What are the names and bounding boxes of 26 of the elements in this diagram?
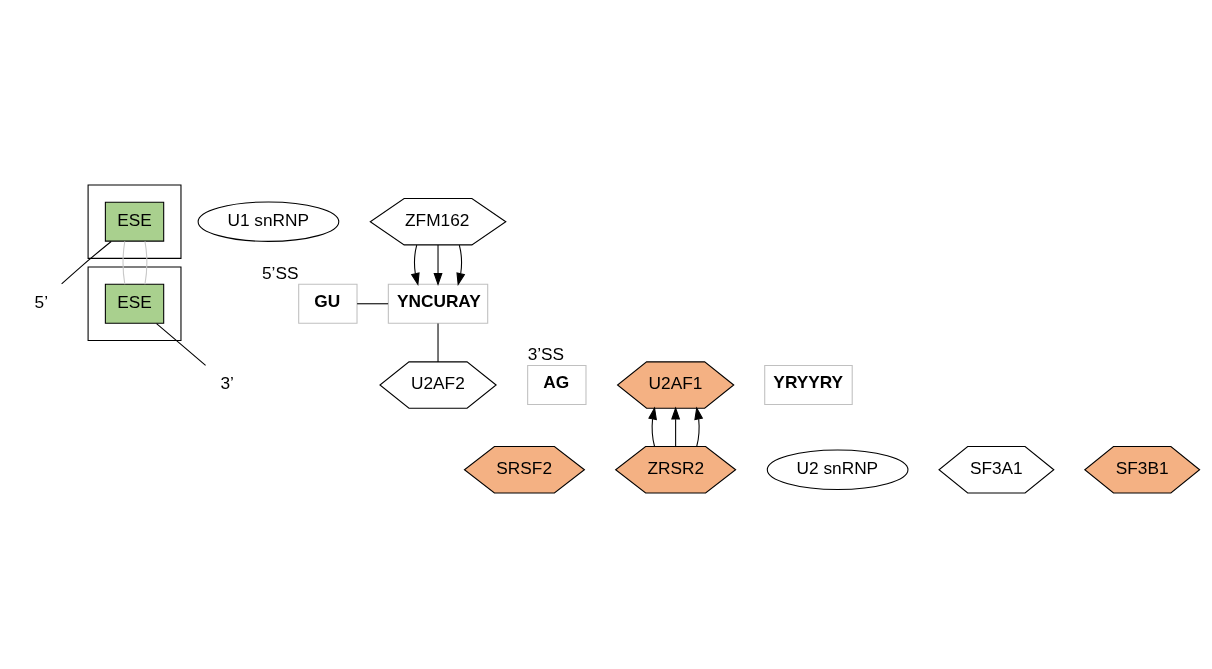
- arrow: [694, 406, 704, 448]
- arrow: [671, 406, 681, 448]
- connector: [356, 303, 389, 305]
- cluster: [87, 184, 182, 259]
- arrow: [433, 244, 443, 286]
- node-text: 5’: [34, 291, 49, 312]
- node-box: AG: [527, 365, 587, 405]
- node-box: GU: [298, 283, 358, 324]
- connector: [156, 323, 207, 366]
- node-box: YNCURAY: [387, 283, 489, 324]
- node-label: 3’SS: [527, 343, 565, 364]
- node-ellipse: U2 snRNP: [766, 449, 909, 491]
- node-ellipse: U1 snRNP: [197, 201, 340, 242]
- connector: [61, 240, 112, 285]
- cluster: [87, 266, 182, 342]
- node-text: 3’: [220, 373, 234, 394]
- connector: [144, 240, 148, 285]
- arrow: [456, 244, 466, 286]
- connector: [122, 240, 126, 285]
- node-box: ESE: [104, 201, 165, 242]
- arrow: [410, 244, 420, 286]
- node-box: ESE: [104, 283, 165, 324]
- node-box: YRYYRY: [764, 365, 853, 405]
- node-label: 5’SS: [261, 262, 299, 283]
- arrow: [648, 406, 657, 448]
- connector: [437, 323, 439, 363]
